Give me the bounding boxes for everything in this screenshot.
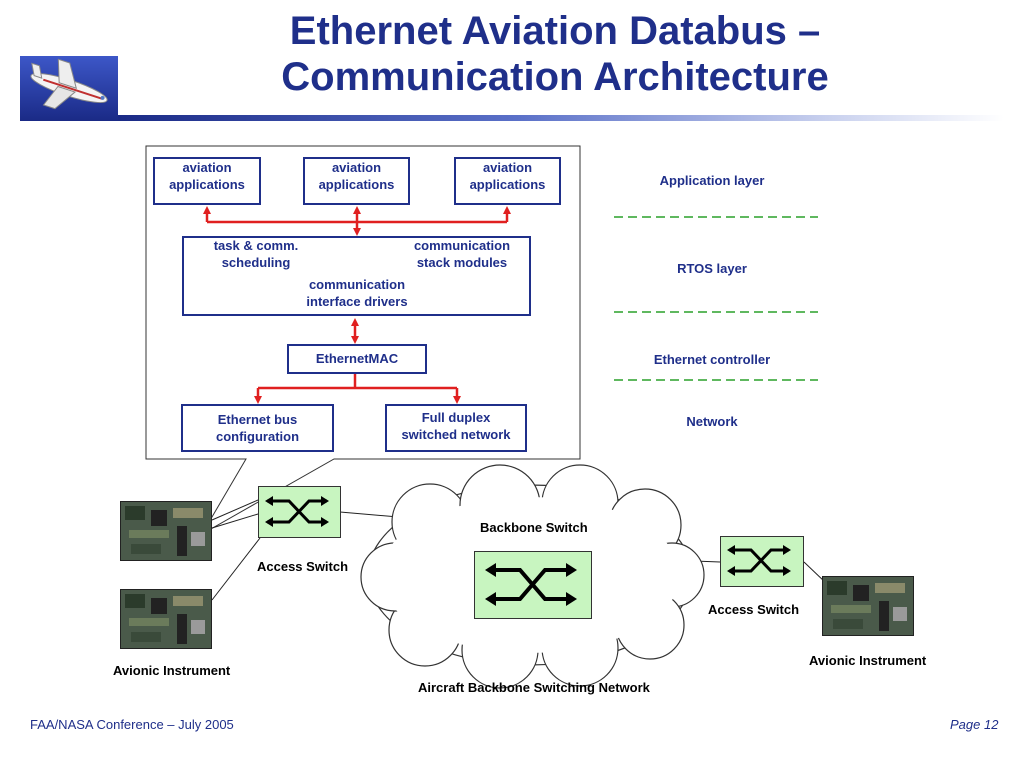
app-arrows (203, 206, 511, 236)
aviation-app-box-1: aviation applications (153, 157, 261, 205)
avionic-instrument-left-label: Avionic Instrument (113, 663, 231, 678)
box-text: aviation (182, 160, 232, 175)
circuit-board-icon (822, 576, 914, 636)
task-scheduling-label: task & comm. scheduling (196, 237, 316, 271)
box-text: EthernetMAC (315, 351, 399, 366)
access-switch-left-label: Access Switch (257, 559, 349, 574)
page-title: Ethernet Aviation Databus – Communicatio… (140, 8, 970, 100)
aviation-app-box-3: aviation applications (454, 157, 561, 205)
box-text: stack modules (416, 255, 508, 270)
box-text: Full duplex (421, 410, 491, 425)
aviation-app-box-2: aviation applications (303, 157, 410, 205)
ethernet-controller-label: Ethernet controller (653, 352, 771, 367)
footer-page-number: Page 12 (950, 717, 999, 732)
bus-config-box: Ethernet bus configuration (181, 404, 334, 452)
box-text: communication (413, 238, 511, 253)
cloud-caption: Aircraft Backbone Switching Network (418, 680, 650, 695)
box-text: task & comm. (213, 238, 299, 253)
switch-arrows-icon (265, 496, 329, 527)
box-text: configuration (215, 429, 300, 444)
board-detail (125, 594, 205, 644)
access-switch-right-label: Access Switch (708, 602, 800, 617)
box-text: aviation (482, 160, 533, 175)
box-text: applications (169, 177, 245, 192)
box-text: interface drivers (306, 294, 408, 309)
title-underline (118, 115, 1004, 121)
comm-stack-label: communication stack modules (402, 237, 522, 271)
footer-left: FAA/NASA Conference – July 2005 (30, 717, 234, 732)
airplane-logo-icon (20, 56, 118, 121)
network-layer-label: Network (686, 414, 738, 429)
box-text: communication (308, 277, 406, 292)
switch-arrows-icon (485, 563, 577, 606)
box-text: applications (469, 177, 546, 192)
box-text: switched network (401, 427, 511, 442)
switch-arrows-icon (727, 545, 791, 576)
full-duplex-box: Full duplex switched network (385, 404, 527, 452)
backbone-switch (474, 551, 592, 619)
application-layer-label: Application layer (659, 173, 765, 188)
box-text: Ethernet bus (217, 412, 298, 427)
layer-separators (614, 216, 818, 381)
backbone-switch-label: Backbone Switch (480, 520, 588, 535)
board-detail (827, 581, 907, 631)
title-line-2: Communication Architecture (281, 55, 829, 99)
box-text: applications (318, 177, 395, 192)
circuit-board-icon (120, 589, 212, 649)
bus-arrows (254, 374, 461, 404)
access-switch-left (258, 486, 341, 538)
access-switch-right (720, 536, 804, 587)
title-line-1: Ethernet Aviation Databus – (289, 9, 821, 53)
rtos-layer-label: RTOS layer (677, 261, 747, 276)
circuit-board-icon (120, 501, 212, 561)
ethernet-mac-box: EthernetMAC (287, 344, 427, 374)
comm-interface-label: communication interface drivers (290, 276, 424, 310)
avionic-instrument-right-label: Avionic Instrument (809, 653, 927, 668)
board-detail (125, 506, 205, 556)
rtos-box (182, 236, 531, 316)
box-text: scheduling (221, 255, 291, 270)
box-text: aviation (331, 160, 382, 175)
